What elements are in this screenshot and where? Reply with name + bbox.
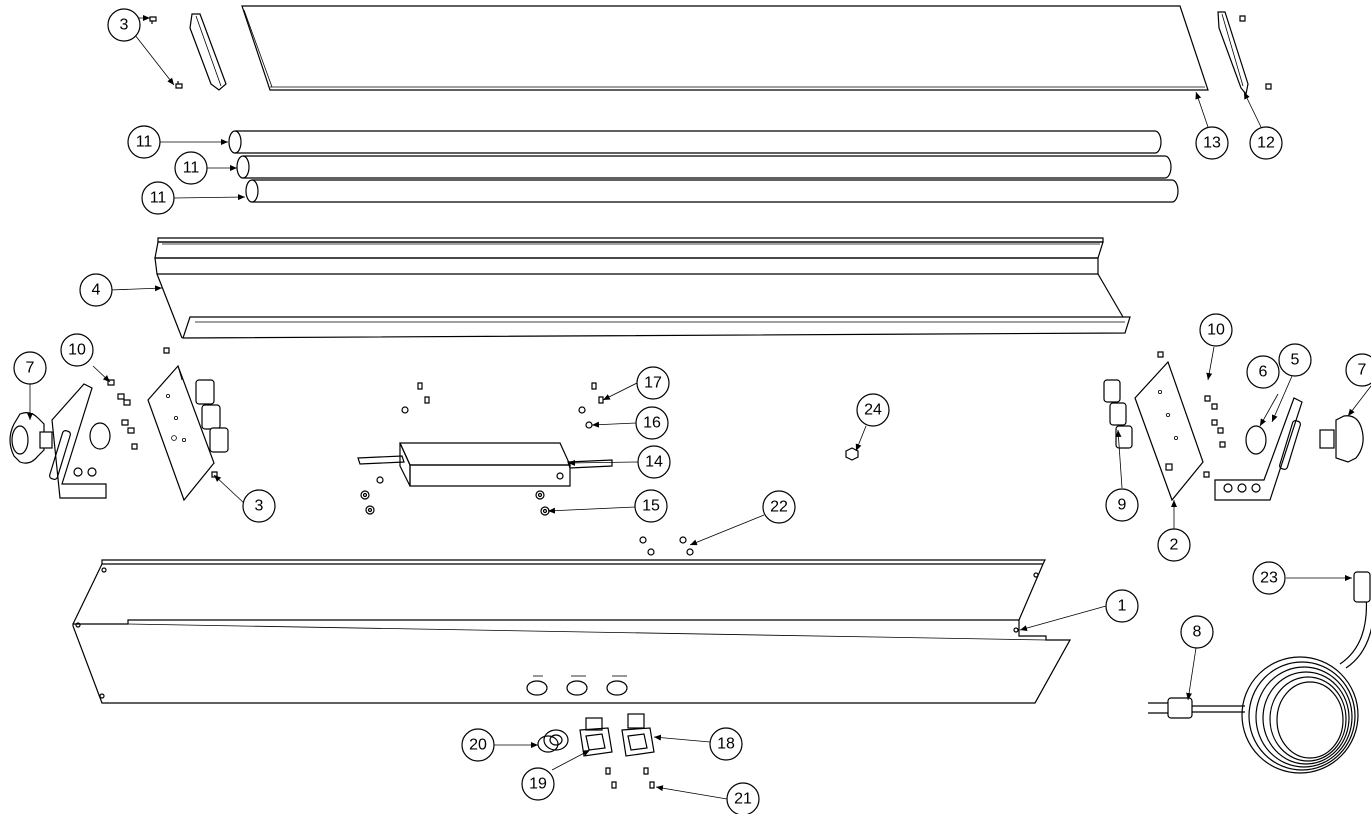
callout-5: 5 (1278, 343, 1312, 377)
callout-label: 10 (1207, 322, 1225, 339)
callout-label: 8 (1193, 624, 1202, 641)
callout-8: 8 (1180, 615, 1214, 649)
callout-label: 13 (1203, 135, 1221, 152)
callout-7-right: 7 (1345, 353, 1371, 387)
callout-label: 9 (1118, 497, 1127, 514)
callout-16: 16 (635, 406, 669, 440)
callout-label: 4 (92, 282, 101, 299)
callout-21: 21 (726, 782, 760, 816)
callout-label: 16 (643, 415, 661, 432)
callout-label: 23 (1260, 570, 1278, 587)
callout-10-left: 10 (60, 333, 94, 367)
reflector-channel (154, 237, 1131, 339)
end-cap-left (189, 13, 227, 91)
rocker-switch-left (579, 717, 613, 757)
callout-1: 1 (1105, 589, 1139, 623)
ballast-hardware (360, 382, 859, 556)
callout-11-middle: 11 (174, 151, 208, 185)
callout-24: 24 (856, 393, 890, 427)
callout-7-left: 7 (13, 351, 47, 385)
callout-3-top: 3 (107, 8, 141, 42)
callout-label: 20 (469, 737, 487, 754)
callout-6: 6 (1246, 355, 1280, 389)
right-knob (1319, 415, 1364, 463)
switch-screws (605, 767, 655, 789)
right-screws (1157, 351, 1226, 478)
end-cap-right (1217, 11, 1249, 96)
left-screws (107, 347, 218, 478)
callout-4: 4 (79, 273, 113, 307)
callout-15: 15 (634, 489, 668, 523)
callout-10-right: 10 (1199, 313, 1233, 347)
callout-label: 11 (136, 134, 153, 151)
callout-23: 23 (1252, 561, 1286, 595)
callout-label: 15 (642, 498, 660, 515)
lamp-tubes (228, 130, 1179, 203)
top-cover-panel (241, 5, 1209, 91)
callout-20: 20 (461, 728, 495, 762)
left-mount-bracket (49, 383, 111, 499)
callout-17: 17 (636, 366, 670, 400)
left-knob (9, 412, 53, 464)
callout-label: 5 (1291, 352, 1300, 369)
callout-label: 14 (645, 454, 663, 471)
callout-19: 19 (521, 767, 555, 801)
right-lamp-holder-plate (1103, 360, 1204, 502)
callout-label: 22 (770, 499, 788, 516)
callout-label: 11 (150, 190, 167, 207)
callout-label: 18 (717, 736, 735, 753)
callout-label: 7 (26, 360, 35, 377)
callout-11-top: 11 (127, 125, 161, 159)
ballast (357, 442, 613, 487)
callout-label: 12 (1257, 135, 1275, 152)
callout-label: 3 (120, 17, 129, 34)
left-lamp-holder-plate (147, 364, 229, 502)
callout-13: 13 (1195, 126, 1229, 160)
callout-label: 21 (734, 791, 752, 808)
callout-12: 12 (1249, 126, 1283, 160)
callout-label: 7 (1358, 362, 1367, 379)
callout-14: 14 (637, 445, 671, 479)
callout-label: 2 (1170, 537, 1179, 554)
callout-label: 11 (183, 160, 200, 177)
right-mount-bracket (1214, 397, 1303, 501)
callout-label: 3 (255, 498, 264, 515)
power-cord (1148, 571, 1371, 774)
leader-lines (27, 15, 1371, 800)
callout-label: 17 (644, 375, 662, 392)
callout-label: 19 (529, 776, 547, 793)
callout-2: 2 (1157, 528, 1191, 562)
callout-label: 10 (68, 342, 86, 359)
top-screws (149, 15, 1272, 90)
callout-label: 6 (1259, 364, 1268, 381)
fuse-holder (537, 729, 569, 753)
callout-label: 1 (1118, 598, 1127, 615)
callout-22: 22 (762, 490, 796, 524)
main-housing (72, 559, 1072, 704)
callout-18: 18 (709, 727, 743, 761)
callout-11-bottom: 11 (141, 181, 175, 215)
rocker-switch-right (621, 713, 655, 757)
callout-3-bracket: 3 (242, 489, 276, 523)
callout-label: 24 (864, 402, 882, 419)
callout-9: 9 (1105, 488, 1139, 522)
